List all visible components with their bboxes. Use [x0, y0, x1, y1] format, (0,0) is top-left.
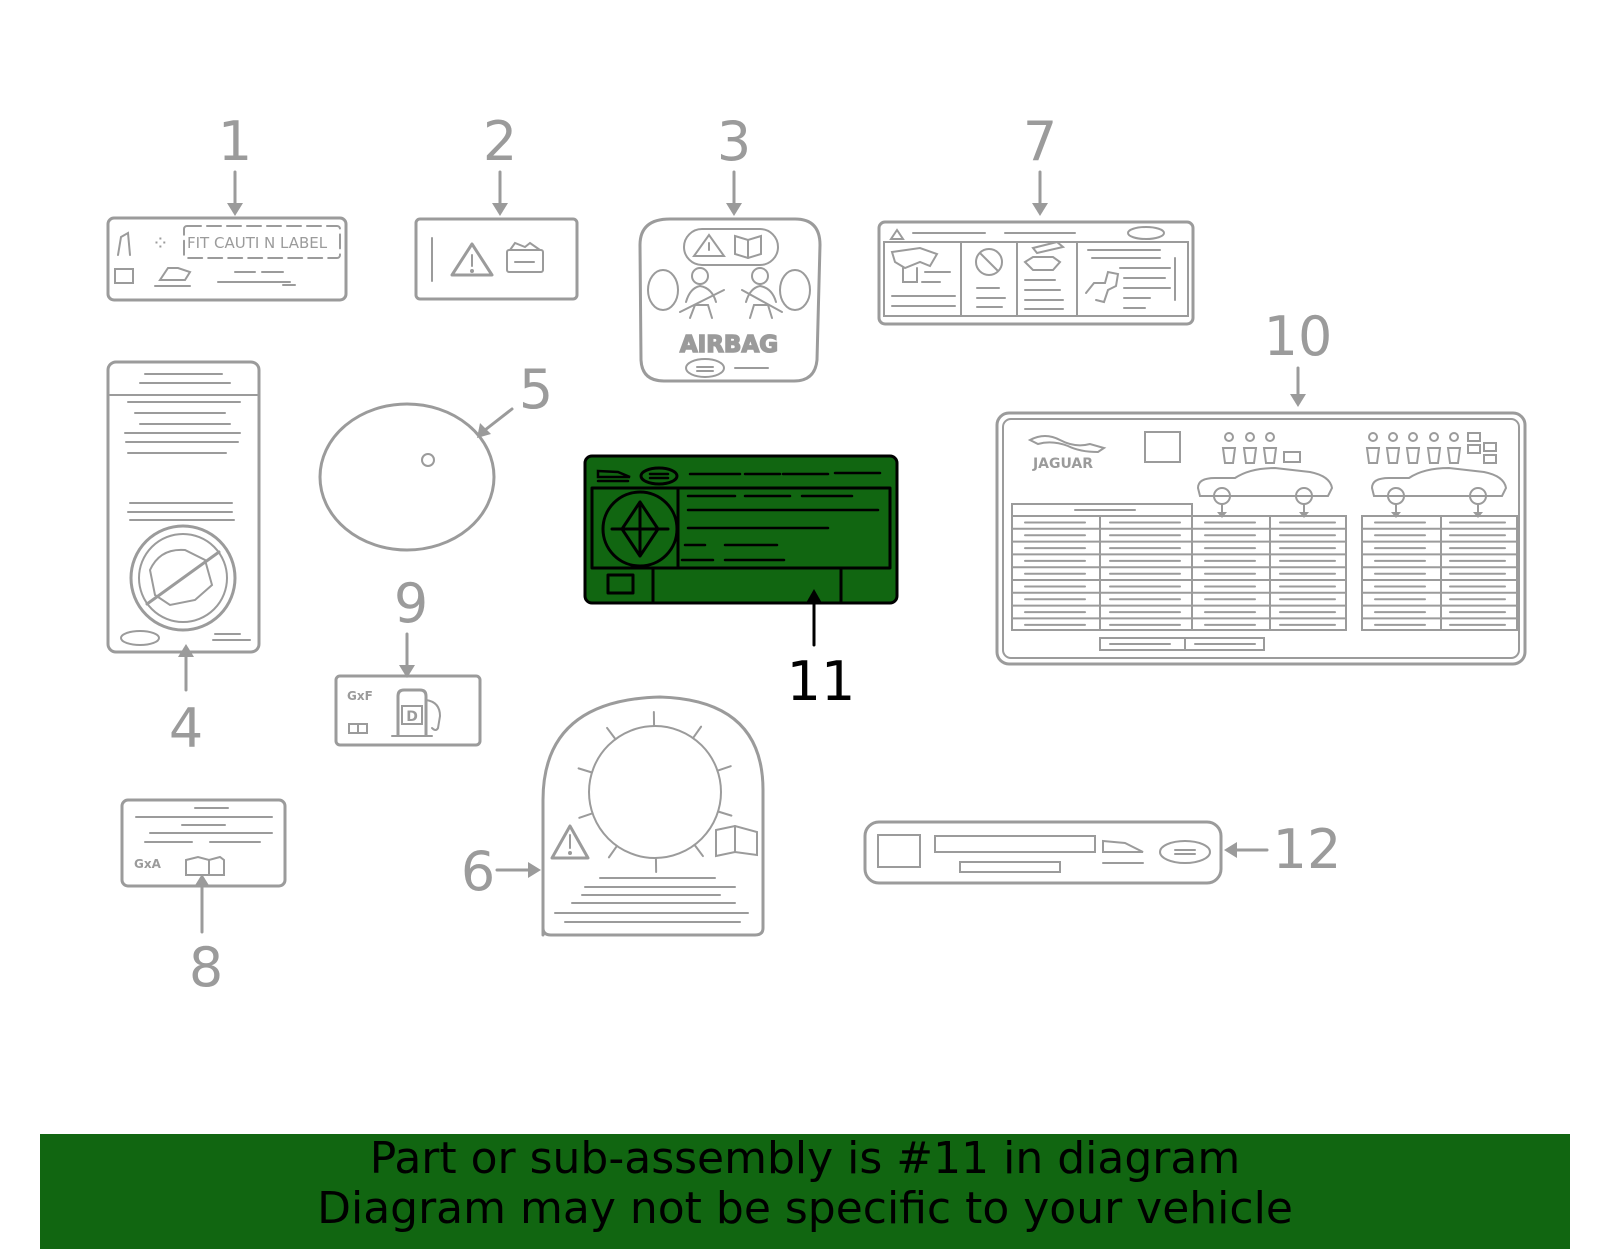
fit-caution-text: FIT CAUTI N LABEL — [187, 234, 328, 252]
part-3-airbag-label[interactable]: 3 AIRBAG — [638, 110, 822, 383]
tyre-pressure-table — [1011, 503, 1518, 631]
callout-5: 5 — [519, 358, 553, 421]
callout-7: 7 — [1023, 110, 1057, 173]
banner-line-2: Diagram may not be specific to your vehi… — [317, 1183, 1293, 1234]
callout-10: 10 — [1264, 305, 1333, 368]
callout-11: 11 — [787, 650, 856, 713]
callout-3: 3 — [717, 110, 751, 173]
callout-2: 2 — [483, 110, 517, 173]
part-7-info-label[interactable]: 7 — [877, 110, 1195, 326]
callout-4: 4 — [169, 697, 203, 760]
banner-line-1: Part or sub-assembly is #11 in diagram — [369, 1133, 1241, 1184]
part-11-highlighted-label[interactable]: 11 — [583, 454, 899, 713]
part-1-fit-caution-label[interactable]: 1 ⁘ FIT CAUTI N LABEL — [106, 110, 348, 302]
decorative-line — [577, 767, 593, 774]
decorative-line — [578, 812, 594, 819]
part-10-jaguar-tyre-label[interactable]: 10 JAGUAR — [995, 305, 1527, 666]
callout-1: 1 — [218, 110, 252, 173]
decorative-line — [693, 843, 704, 858]
jaguar-text: JAGUAR — [1032, 456, 1093, 472]
part-5-round-label[interactable]: 5 — [318, 358, 553, 552]
decorative-line — [717, 810, 733, 817]
part-2-warning-label[interactable]: 2 — [414, 110, 579, 301]
decorative-line — [607, 844, 618, 859]
callout-6: 6 — [461, 840, 495, 903]
decorative-line — [606, 726, 617, 741]
occupant-icons-front — [1221, 432, 1301, 464]
gxa-text: GxA — [134, 857, 162, 871]
info-banner: Part or sub-assembly is #11 in diagram D… — [40, 1134, 1570, 1249]
callout-8: 8 — [189, 936, 223, 999]
part-9-fuel-label[interactable]: 9 GxF D — [334, 572, 482, 747]
part-8-small-label[interactable]: GxA 8 — [120, 798, 287, 999]
svg-text:⁘: ⁘ — [152, 231, 169, 255]
part-4-tall-label[interactable]: 4 — [106, 360, 261, 760]
occupant-icons-rear — [1365, 432, 1497, 464]
decorative-line — [716, 765, 732, 772]
decorative-line — [692, 725, 703, 740]
part-6-arch-label[interactable]: 6 — [461, 695, 765, 937]
gxf-text: GxF — [347, 689, 373, 703]
airbag-text: AIRBAG — [680, 332, 778, 358]
callout-9: 9 — [394, 572, 428, 635]
part-12-long-label[interactable]: 12 — [863, 818, 1342, 885]
callout-12: 12 — [1273, 818, 1342, 881]
svg-text:D: D — [406, 709, 418, 725]
